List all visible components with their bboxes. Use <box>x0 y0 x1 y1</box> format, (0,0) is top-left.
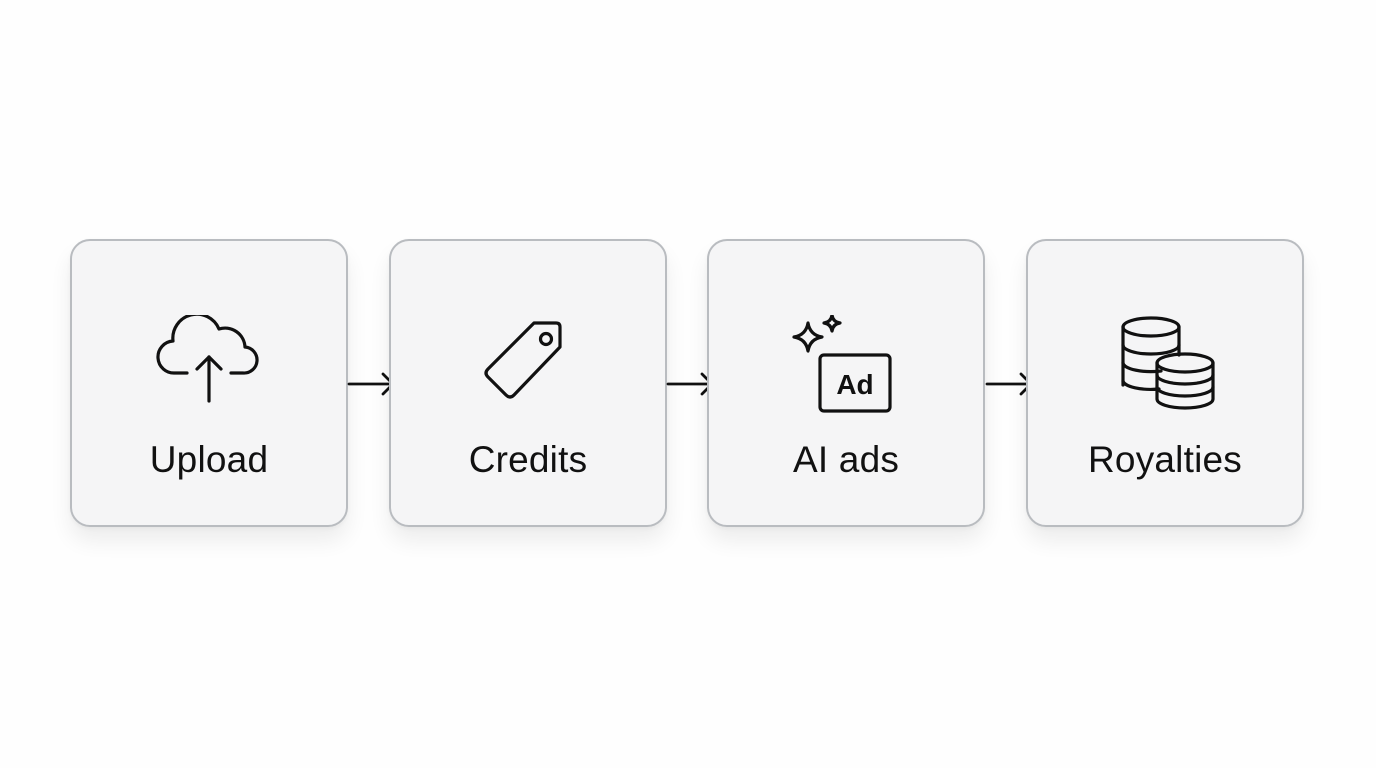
ad-text: Ad <box>836 369 874 400</box>
step-label: AI ads <box>792 439 900 480</box>
cloud-upload-icon <box>149 315 269 415</box>
step-label: Upload <box>149 439 269 480</box>
step-label: Credits <box>468 439 588 480</box>
sparkle-ad-icon: Ad <box>786 315 906 415</box>
price-tag-icon <box>468 315 588 415</box>
step-label: Royalties <box>1088 439 1242 480</box>
step-card-ai-ads: Ad AI ads <box>707 239 985 527</box>
coin-stacks-icon <box>1105 315 1225 415</box>
step-card-upload: Upload <box>70 239 348 527</box>
step-card-royalties: Royalties <box>1026 239 1304 527</box>
step-card-credits: Credits <box>389 239 667 527</box>
